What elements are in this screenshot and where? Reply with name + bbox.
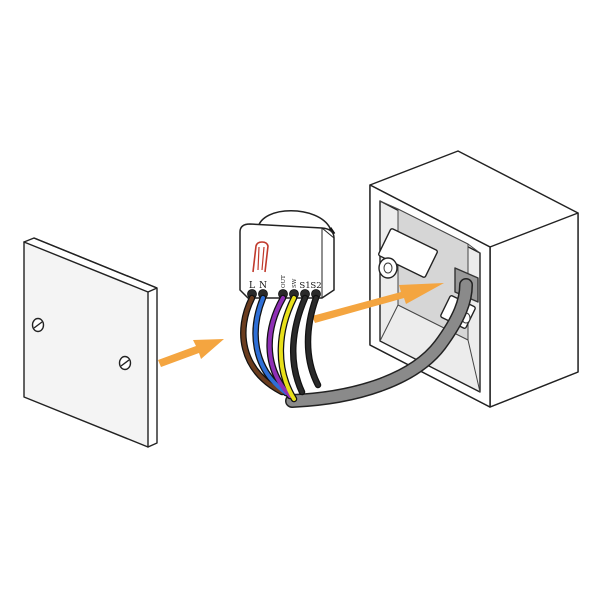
terminal-label-s2: S2 bbox=[310, 281, 321, 291]
wire-brown bbox=[241, 296, 284, 394]
wire-black-s1 bbox=[291, 296, 307, 394]
wire-blue bbox=[253, 296, 288, 395]
terminal-label-sw: SW bbox=[292, 278, 298, 288]
backbox-icon bbox=[369, 150, 579, 408]
wire-black-s2 bbox=[306, 296, 320, 387]
wire-purple bbox=[267, 296, 292, 398]
terminal-label-n: N bbox=[259, 281, 267, 291]
terminal-label-out: OUT bbox=[281, 275, 287, 288]
wall-plate-icon bbox=[23, 237, 158, 448]
antenna-wire bbox=[257, 210, 331, 229]
relay-module-icon: L N OUT SW S1 S2 bbox=[239, 210, 336, 299]
supply-cable bbox=[285, 278, 473, 408]
terminal-label-l: L bbox=[249, 281, 255, 291]
terminal-label-s1: S1 bbox=[299, 281, 310, 291]
module-wires bbox=[240, 294, 322, 403]
wire-yellow bbox=[278, 296, 296, 401]
arrow-plate-to-module bbox=[158, 339, 224, 367]
arrow-module-to-box bbox=[312, 283, 444, 323]
